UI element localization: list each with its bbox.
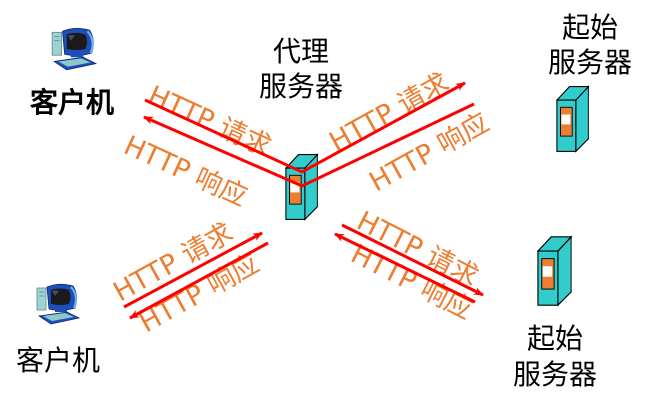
origin-bottom-server-icon bbox=[537, 236, 573, 306]
client-bottom-label: 客户机 bbox=[16, 344, 100, 377]
origin-top-server-icon bbox=[556, 85, 590, 152]
request-arrow-bottom-right bbox=[341, 223, 484, 297]
response-arrow-bottom-left bbox=[129, 241, 269, 320]
origin-bottom-label-line2: 服务器 bbox=[513, 358, 597, 391]
proxy-label-line1: 代理 bbox=[273, 35, 329, 68]
client-top-computer-icon bbox=[51, 27, 97, 71]
origin-top-label-line1: 起始 bbox=[562, 11, 618, 44]
response-arrow-bottom-right bbox=[334, 232, 476, 304]
origin-top-label-line2: 服务器 bbox=[548, 46, 632, 79]
response-arrow-top bbox=[143, 102, 475, 188]
client-top-label: 客户机 bbox=[30, 86, 114, 119]
proxy-label-line2: 服务器 bbox=[259, 70, 343, 103]
origin-bottom-label-line1: 起始 bbox=[527, 322, 583, 355]
request-arrow-top bbox=[144, 81, 466, 174]
request-arrow-bottom-left bbox=[123, 231, 263, 309]
client-bottom-computer-icon bbox=[36, 283, 80, 325]
